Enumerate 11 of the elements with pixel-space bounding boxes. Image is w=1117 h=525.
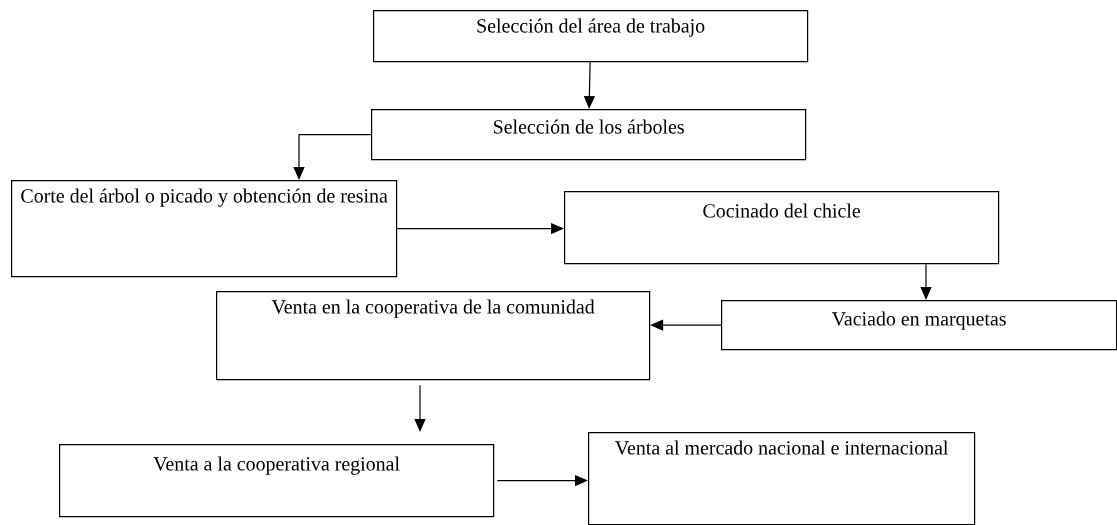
process-box: Cocinado del chicle	[564, 191, 1000, 265]
arrow	[414, 384, 426, 432]
process-box: Corte del árbol o picado y obtención de resina	[11, 180, 398, 278]
process-box: Vaciado en marquetas	[721, 300, 1117, 351]
process-box: Venta al mercado nacional e internacional	[588, 432, 976, 525]
arrow	[293, 134, 372, 180]
arrow	[920, 263, 932, 300]
process-box: Selección de los árboles	[371, 109, 807, 161]
process-box: Venta en la cooperativa de la comunidad	[216, 291, 651, 381]
process-box: Venta a la cooperativa regional	[59, 444, 495, 518]
process-box: Selección del área de trabajo	[373, 10, 809, 63]
